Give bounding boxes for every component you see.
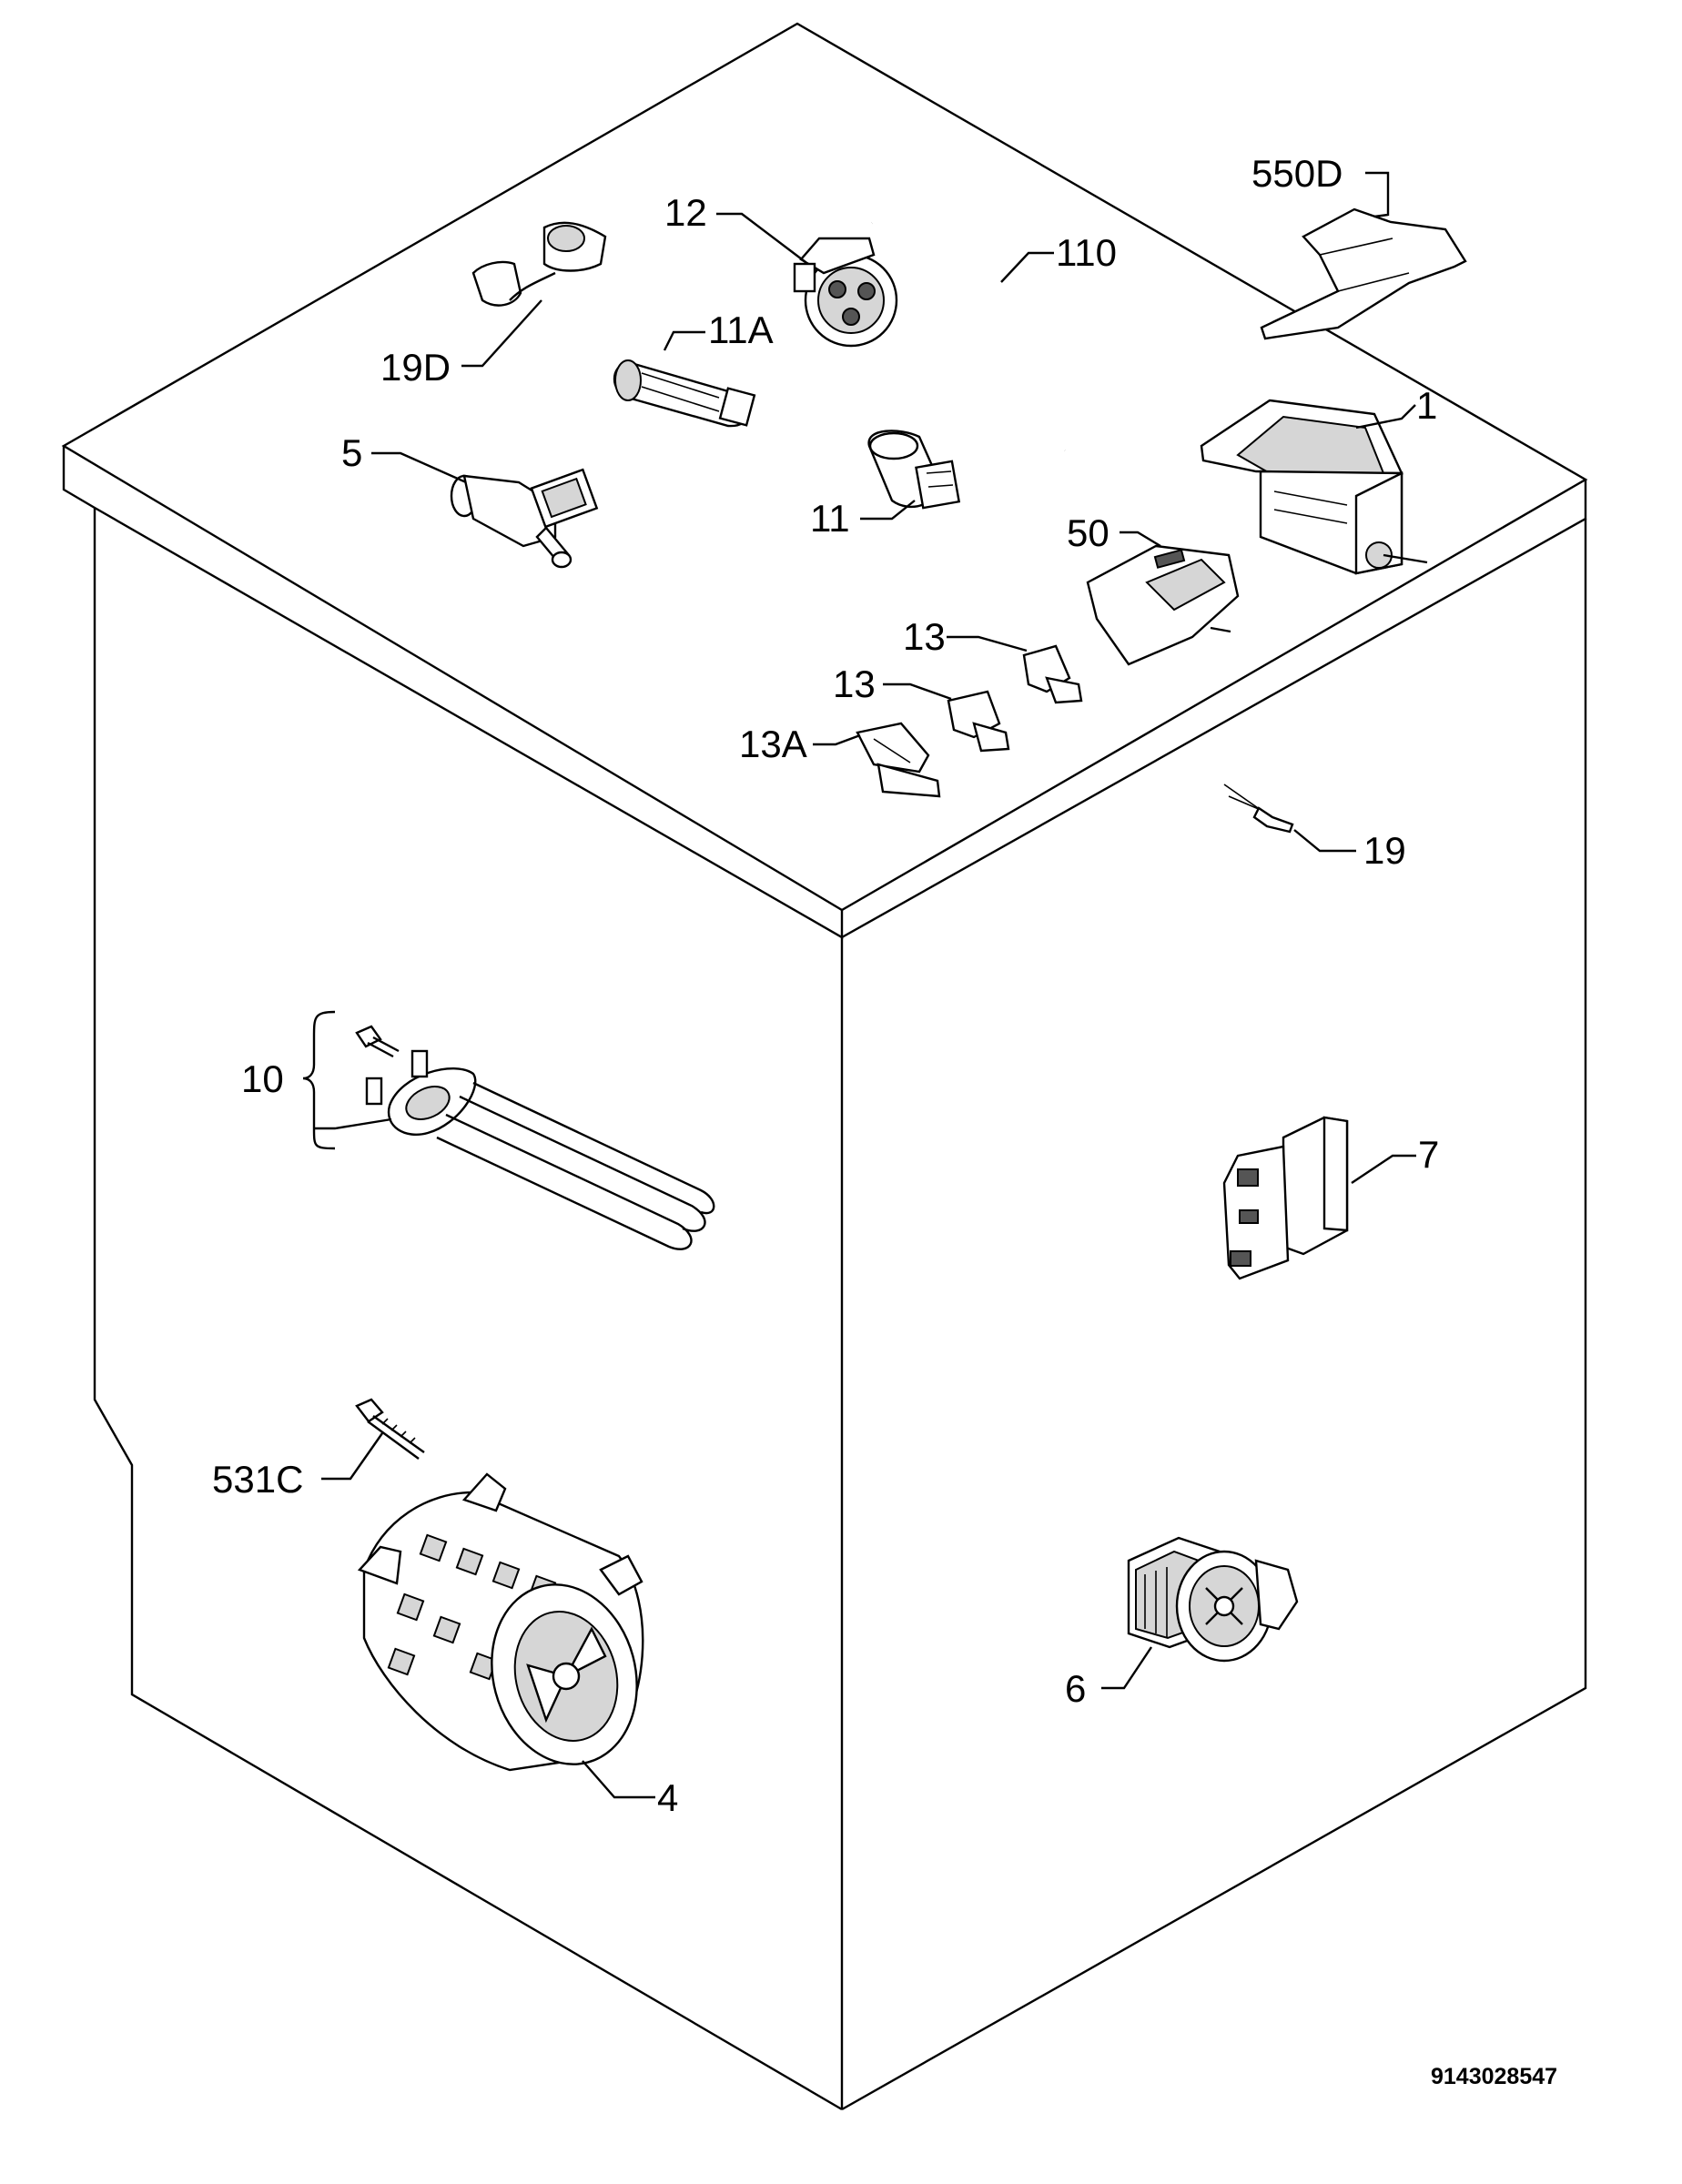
part-550D-bracket: 550D — [1251, 152, 1467, 340]
document-number: 9143028547 — [1431, 2064, 1557, 2089]
part-1-programmer: 1 — [1200, 384, 1437, 575]
part-7-door-lock: 7 — [1222, 1116, 1439, 1280]
part-5-valve: 5 — [341, 431, 599, 569]
part-11A-capacitor: 11A — [613, 308, 774, 428]
label-110: 110 — [1056, 231, 1117, 274]
label-10: 10 — [241, 1057, 284, 1100]
part-11-capacitor: 11 — [810, 430, 961, 540]
label-5: 5 — [341, 431, 362, 474]
label-13-lower: 13 — [833, 662, 876, 705]
label-11A: 11A — [708, 308, 774, 351]
label-13A: 13A — [739, 723, 807, 765]
label-11: 11 — [810, 497, 850, 540]
part-13-connector-lower: 13 — [833, 662, 1010, 753]
label-13-upper: 13 — [903, 615, 946, 658]
part-4-motor: 4 — [357, 1472, 678, 1819]
label-19: 19 — [1363, 829, 1406, 872]
part-12-pressure-switch: 12 — [664, 191, 898, 348]
part-6-drain-pump: 6 — [1065, 1536, 1299, 1710]
label-1: 1 — [1416, 384, 1437, 427]
label-19D: 19D — [380, 346, 451, 389]
label-12: 12 — [664, 191, 707, 234]
label-50: 50 — [1067, 511, 1110, 554]
cabinet-outline — [61, 22, 1588, 2111]
label-4: 4 — [657, 1776, 678, 1819]
label-7: 7 — [1418, 1133, 1439, 1176]
label-531C: 531C — [212, 1458, 303, 1501]
part-110-hose: 110 — [871, 215, 1117, 452]
part-13A-connector: 13A — [739, 722, 941, 798]
label-6: 6 — [1065, 1667, 1086, 1710]
part-19-sensor: 19 — [1223, 784, 1406, 872]
label-550D: 550D — [1251, 152, 1343, 195]
part-19D-connector: 19D — [380, 221, 607, 389]
part-10-heating-element: 10 — [241, 1010, 715, 1250]
part-50-switch: 50 — [1067, 511, 1240, 666]
part-531C-screw: 531C — [212, 1398, 425, 1501]
part-13-connector-upper: 13 — [903, 615, 1083, 704]
